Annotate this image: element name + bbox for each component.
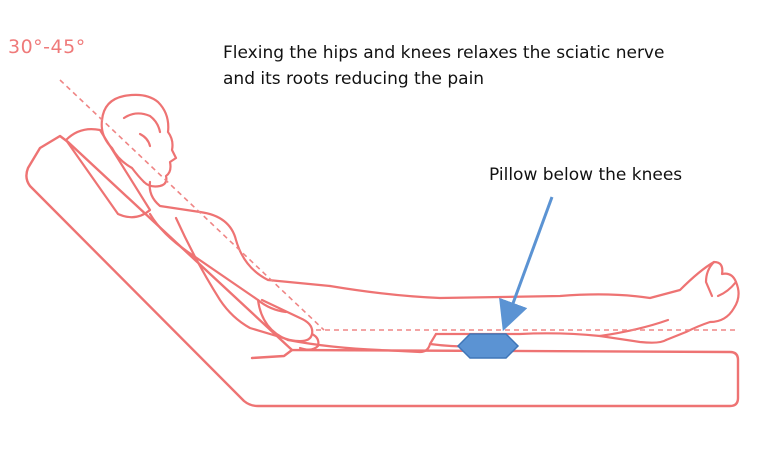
caption-line-2: and its roots reducing the pain [223,69,485,89]
angle-label: 30°-45° [8,36,86,58]
pillow-arrow [499,196,554,332]
incline-guide-line [59,79,325,331]
knee-pillow [456,333,520,359]
head-pillow [64,128,152,219]
pillow-label: Pillow below the knees [489,165,683,185]
caption: Flexing the hips and knees relaxes the s… [223,40,743,92]
person-outline [100,93,740,354]
caption-line-1: Flexing the hips and knees relaxes the s… [223,43,665,63]
angle-guide [59,79,738,331]
bed-outline [25,134,740,408]
